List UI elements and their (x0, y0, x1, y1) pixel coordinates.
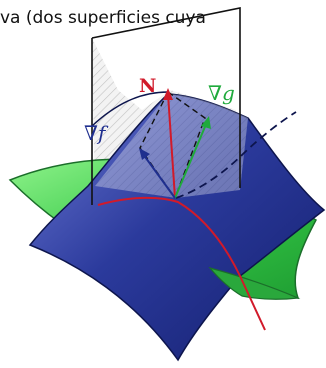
caption-text: va (dos superficies cuya (0, 8, 206, 28)
plane-outline (91, 7, 241, 205)
label-grad-g: ∇g (208, 81, 235, 105)
plane-surface-boundary (91, 91, 169, 127)
grad-f-arrowhead (139, 148, 150, 160)
normal-vector (167, 93, 176, 199)
intersection-curve (97, 196, 266, 331)
grad-g-vector (174, 121, 208, 199)
label-normal: N (139, 75, 156, 97)
normal-vector-arrowhead (163, 88, 173, 100)
label-grad-f: ∇f (84, 121, 109, 145)
green-surface-front (208, 266, 301, 300)
blue-dashed-curve (175, 111, 297, 199)
grad-g-arrowhead (201, 116, 211, 129)
grad-f-vector (142, 153, 176, 199)
